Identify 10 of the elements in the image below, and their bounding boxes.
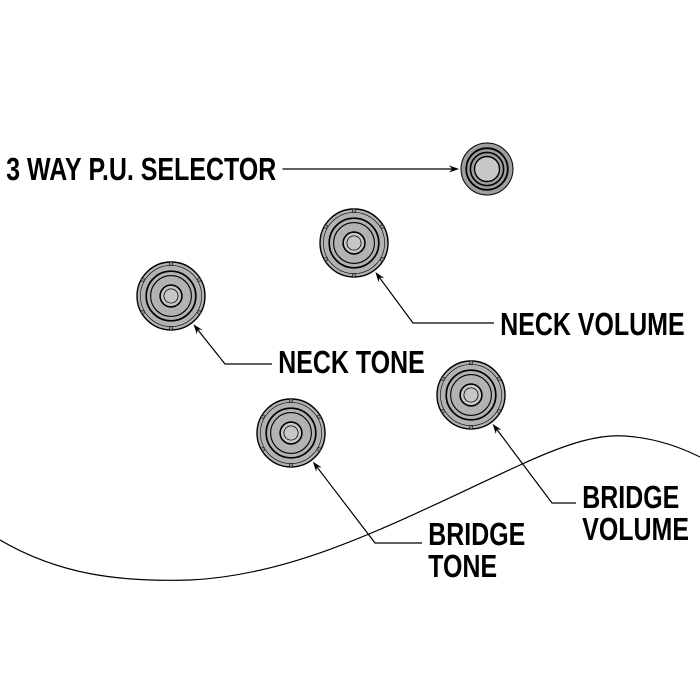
control-label: NECK VOLUME bbox=[502, 312, 684, 336]
knob bbox=[436, 360, 506, 430]
control-label: NECK TONE bbox=[280, 350, 424, 374]
knob bbox=[319, 208, 389, 278]
selector-knob bbox=[460, 142, 514, 196]
knob bbox=[256, 398, 326, 468]
control-label: 3 WAY P.U. SELECTOR bbox=[6, 158, 276, 180]
knob bbox=[136, 261, 206, 331]
control-label: BRIDGE VOLUME bbox=[582, 486, 688, 540]
control-label: BRIDGE TONE bbox=[428, 522, 524, 578]
